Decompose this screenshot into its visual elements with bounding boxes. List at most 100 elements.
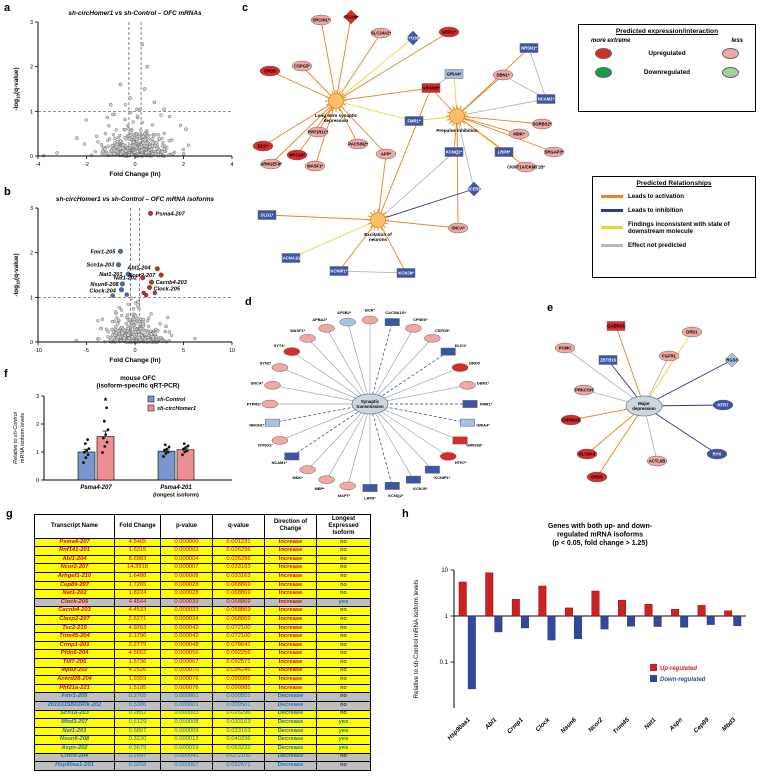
- up-bar: [618, 600, 626, 617]
- significant-point: [152, 290, 158, 296]
- data-point: [162, 131, 166, 136]
- gene-node: KCNQ2*: [444, 147, 464, 157]
- node-rect: [329, 266, 349, 276]
- gene-tick-label: Trim45: [612, 716, 632, 736]
- network-edge: [335, 100, 359, 145]
- gene-tick-label: Crmp1: [506, 716, 525, 735]
- cell-direction: Increase: [264, 683, 317, 694]
- data-point: [153, 132, 157, 137]
- node-label: ACTL6B: [649, 459, 666, 464]
- node-ellipse: [339, 317, 356, 327]
- y-axis-label: -log10(q-value): [13, 67, 21, 110]
- cell-fold-change: 0.0258: [114, 761, 161, 771]
- cell-direction: Increase: [264, 589, 317, 599]
- data-point: [101, 149, 105, 154]
- node-label: SLC6A4: [579, 452, 596, 457]
- network-edge: [338, 219, 379, 272]
- cell-longest-isoform: no: [316, 554, 371, 565]
- legend-row-upregulated: Upregulated: [579, 44, 755, 63]
- network-edge: [643, 359, 733, 407]
- sample-dot: [163, 443, 167, 447]
- node-label: DLG1*: [261, 213, 274, 218]
- cell-longest-isoform: no: [316, 632, 371, 642]
- node-rect: [598, 355, 618, 365]
- y-tick-label: 1: [30, 295, 33, 301]
- data-point: [116, 322, 120, 326]
- node-label: MBP*: [315, 486, 326, 491]
- data-point: [129, 296, 133, 301]
- data-point: [96, 140, 100, 144]
- network-edge: [369, 328, 414, 405]
- node-rect: [404, 116, 424, 126]
- cell-fold-change: 2.1796: [114, 632, 161, 642]
- data-point: [123, 149, 128, 153]
- data-point: [107, 137, 112, 141]
- network-edge: [291, 351, 371, 405]
- cell-q-value: 0.092571: [212, 761, 265, 771]
- network-edge: [369, 403, 414, 480]
- network-edge: [456, 115, 459, 229]
- network-edge: [262, 100, 337, 147]
- panel-title: Genes with both up- and down-: [548, 523, 653, 530]
- node-label: DBN1*: [496, 73, 509, 78]
- gene-point: [125, 271, 131, 277]
- cell-direction: Increase: [264, 640, 317, 651]
- gene-point: [154, 266, 160, 272]
- gene-node: GRIN2B*: [421, 83, 441, 93]
- cell-q-value: 0.072100: [212, 632, 265, 642]
- data-point: [99, 326, 103, 331]
- gene-node: HTR7: [712, 399, 734, 411]
- data-point: [152, 100, 157, 105]
- data-point: [147, 316, 151, 320]
- panel-c-network: SRCIN1*ITGAM*SLC24A2*MYO3B*GRID1*NRSN1*D…: [252, 9, 565, 278]
- significant-point: [143, 292, 149, 298]
- sample-dot: [103, 445, 107, 448]
- data-point: [166, 315, 170, 320]
- node-label: DRD5: [264, 69, 276, 74]
- legend-label: Down-regulated: [660, 677, 706, 683]
- gene-point: [117, 248, 123, 254]
- cell-fold-change: 4.5662: [114, 649, 161, 659]
- cell-q-value: 0.072100: [212, 752, 265, 763]
- cell-transcript: 2010315B03Rik-202: [34, 700, 115, 711]
- cell-p-value: 0.000019: [160, 743, 213, 754]
- hub-core: [328, 93, 344, 109]
- legend-swatch: [147, 395, 155, 403]
- gene-tick-label: Hsp90aa1: [446, 716, 472, 742]
- node-label: PTPRS*: [247, 402, 262, 407]
- cell-longest-isoform: no: [316, 606, 371, 616]
- node-diamond: [405, 30, 421, 46]
- data-point: [145, 141, 149, 146]
- node-label: FGFR1: [662, 354, 676, 359]
- y-tick-label: 0: [30, 340, 33, 346]
- y-tick-label: 10: [441, 568, 448, 574]
- network-edge: [335, 87, 432, 102]
- node-label: SORBS2*: [533, 122, 552, 127]
- cell-longest-isoform: no: [316, 683, 371, 694]
- data-point: [137, 336, 141, 340]
- significant-point: [124, 292, 129, 297]
- cell-q-value: 0.033163: [212, 718, 265, 728]
- data-point: [139, 326, 143, 331]
- cell-longest-isoform: yes: [316, 718, 371, 728]
- fnode-ellipse: [351, 393, 389, 415]
- cell-q-value: 0.092571: [212, 658, 265, 668]
- cell-p-value: 0.000033: [160, 606, 213, 616]
- cell-q-value: 0.068869: [212, 606, 265, 616]
- gene-node: NCAM1*: [536, 94, 556, 104]
- gene-node: SRCIN1*: [310, 14, 332, 26]
- data-point: [110, 327, 114, 332]
- data-point: [146, 324, 151, 329]
- network-edge: [335, 16, 352, 102]
- data-point: [74, 338, 78, 343]
- data-point: [154, 335, 159, 339]
- data-point: [127, 336, 131, 340]
- node-rect: [284, 452, 300, 461]
- node-ellipse: [339, 481, 356, 491]
- data-point: [130, 329, 135, 334]
- cell-fold-change: 1.8224: [114, 589, 161, 599]
- data-point: [113, 148, 117, 153]
